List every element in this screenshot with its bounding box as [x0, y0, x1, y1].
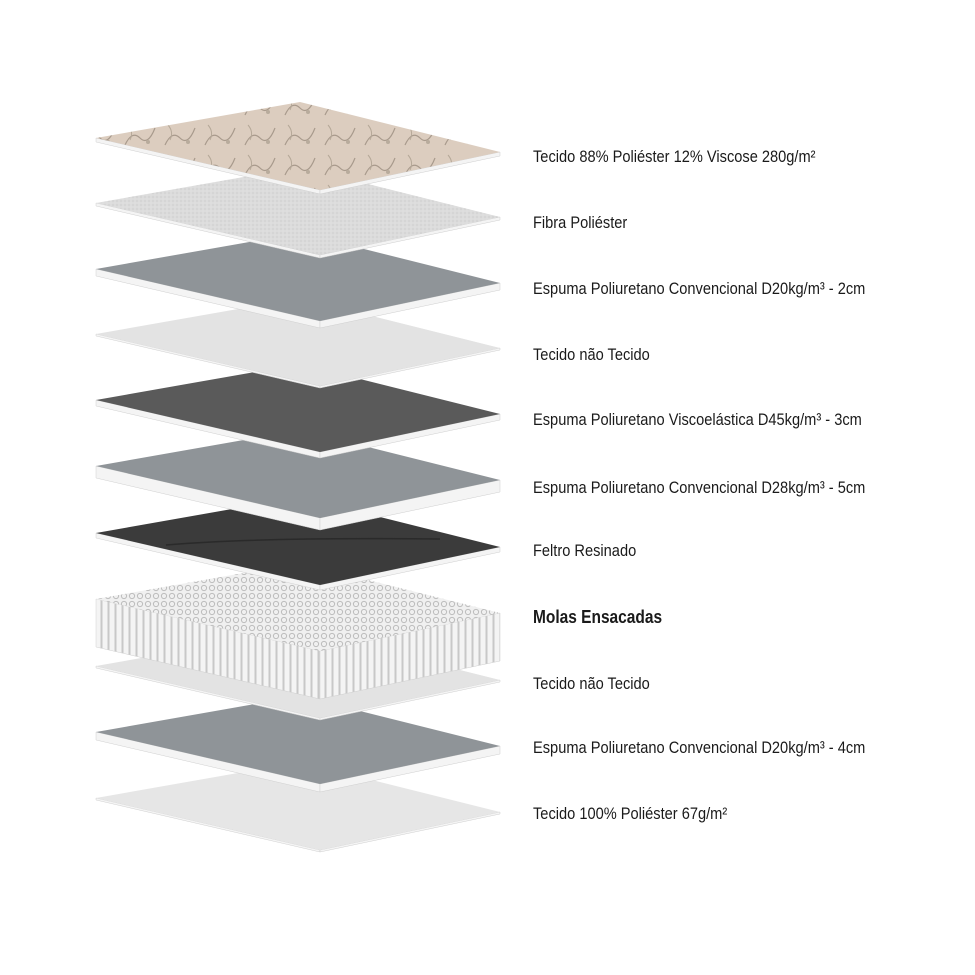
viscoelastic-foam-layer-surface: [96, 364, 500, 452]
conventional-foam-4cm-layer: [95, 696, 501, 793]
non-woven-fabric-layer: [95, 298, 501, 389]
layer-label: Fibra Poliéster: [533, 213, 628, 232]
layer-label: Feltro Resinado: [533, 541, 637, 560]
top-fabric-layer-side-edge: [319, 151, 501, 195]
non-woven-fabric-bottom-layer-side-edge: [319, 679, 501, 721]
conventional-foam-5cm-layer: [95, 430, 501, 531]
pocket-springs-layer-side-edge: [319, 612, 501, 700]
felt-seam: [165, 537, 441, 546]
viscoelastic-foam-layer: [95, 364, 501, 459]
layer-label: Espuma Poliuretano Viscoelástica D45kg/m…: [533, 410, 862, 429]
top-fabric-layer: [95, 102, 501, 195]
polyester-fiber-layer-side-edge: [319, 216, 501, 259]
polyester-fiber-layer-surface: [96, 167, 500, 255]
pocket-springs-layer: [95, 563, 501, 700]
polyester-fiber-layer: [95, 167, 501, 259]
resinated-felt-layer-surface: [96, 497, 500, 585]
pocket-springs-layer-surface: [96, 563, 500, 651]
non-woven-fabric-layer-surface: [96, 298, 500, 386]
conventional-foam-4cm-layer-surface: [96, 696, 500, 784]
resinated-felt-layer-side-edge: [319, 546, 501, 591]
bottom-fabric-layer: [95, 762, 501, 853]
conventional-foam-4cm-layer-side-edge: [319, 745, 501, 793]
layer-label: Espuma Poliuretano Convencional D28kg/m³…: [533, 478, 866, 497]
layer-label: Tecido não Tecido: [533, 674, 650, 693]
layer-label: Espuma Poliuretano Convencional D20kg/m³…: [533, 738, 866, 757]
layer-label: Tecido 88% Poliéster 12% Viscose 280g/m²: [533, 147, 816, 166]
bottom-fabric-layer-side-edge: [319, 811, 501, 853]
layer-label: Tecido não Tecido: [533, 345, 650, 364]
conventional-foam-5cm-layer-surface: [96, 430, 500, 518]
conventional-foam-2cm-layer-surface: [96, 233, 500, 321]
layer-label: Molas Ensacadas: [533, 607, 663, 627]
bottom-fabric-layer-surface: [96, 762, 500, 850]
conventional-foam-2cm-layer: [95, 233, 501, 329]
top-fabric-layer-surface: [96, 102, 500, 190]
layer-label: Espuma Poliuretano Convencional D20kg/m³…: [533, 279, 866, 298]
layer-label: Tecido 100% Poliéster 67g/m²: [533, 804, 728, 823]
resinated-felt-layer: [95, 497, 501, 591]
